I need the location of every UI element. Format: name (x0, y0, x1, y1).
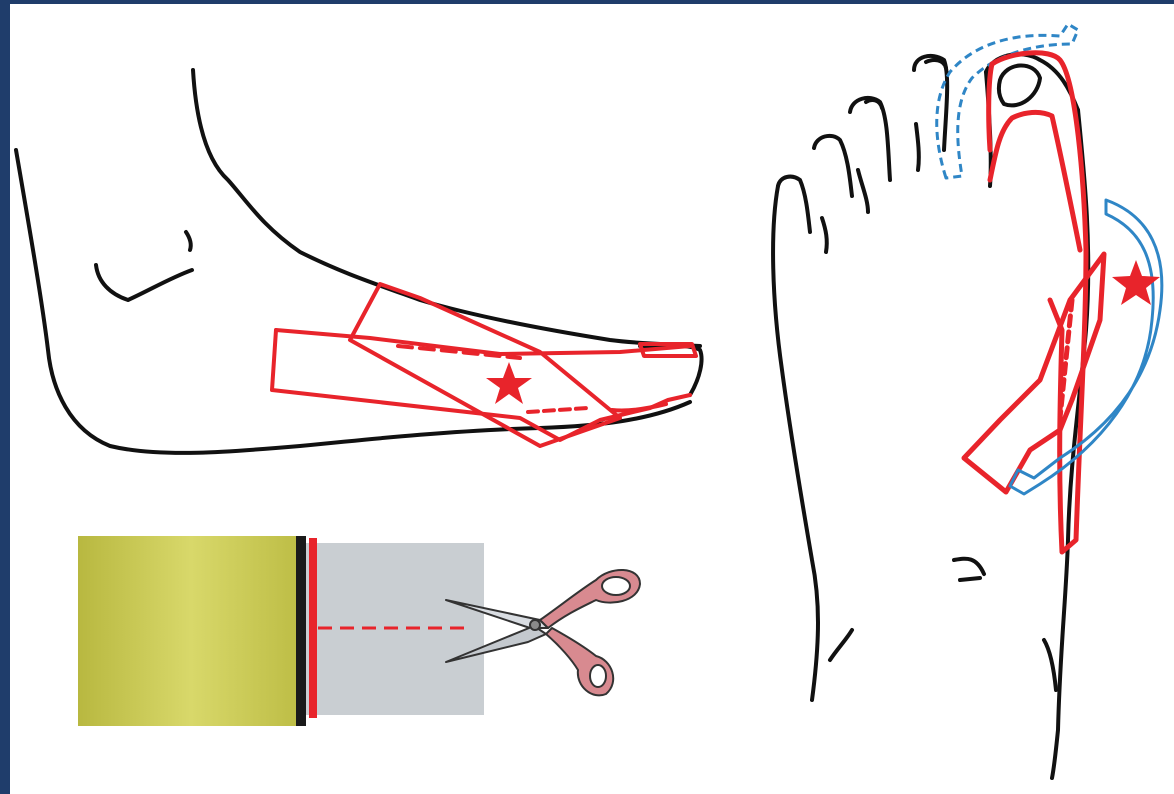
toe-nail-3 (866, 100, 882, 108)
scissors-pivot (530, 620, 540, 630)
tape-cut-line (309, 538, 317, 718)
tape-top-strip-inner (990, 112, 1080, 250)
foot-top-view (773, 54, 1088, 778)
foot-side-dorsum-outline (193, 70, 700, 346)
taping-diagram (10, 4, 1174, 794)
tape-strip-horizontal (272, 330, 690, 440)
toe-5 (778, 177, 810, 232)
tape-side-tail (612, 404, 666, 411)
ankle-lines (830, 559, 1056, 690)
tape-roll (78, 536, 304, 726)
foot-side-view (16, 70, 702, 453)
tape-side-view (272, 284, 696, 446)
diagram-canvas (10, 4, 1174, 794)
foot-side-heel-outline (16, 150, 690, 453)
ankle-bone-mark (96, 265, 192, 300)
toe-nail-2 (926, 60, 946, 68)
scissors-ring-upper (602, 577, 630, 595)
toe-rotation-arrow (937, 24, 1078, 178)
toe-2 (914, 56, 947, 170)
tape-strip-diagonal (350, 284, 620, 446)
tape-dash-lower (528, 408, 588, 412)
tape-roll-edge (296, 536, 306, 726)
tape-roll-illustration (78, 536, 484, 726)
scissors-ring-lower (590, 665, 606, 687)
toe-3 (850, 98, 890, 212)
toe-4 (814, 136, 852, 252)
big-toe-nail (999, 65, 1040, 105)
toe-outline (640, 346, 702, 395)
foot-top-lateral-outline (773, 186, 818, 700)
star-marker (486, 362, 532, 404)
ankle-crease (186, 232, 191, 250)
